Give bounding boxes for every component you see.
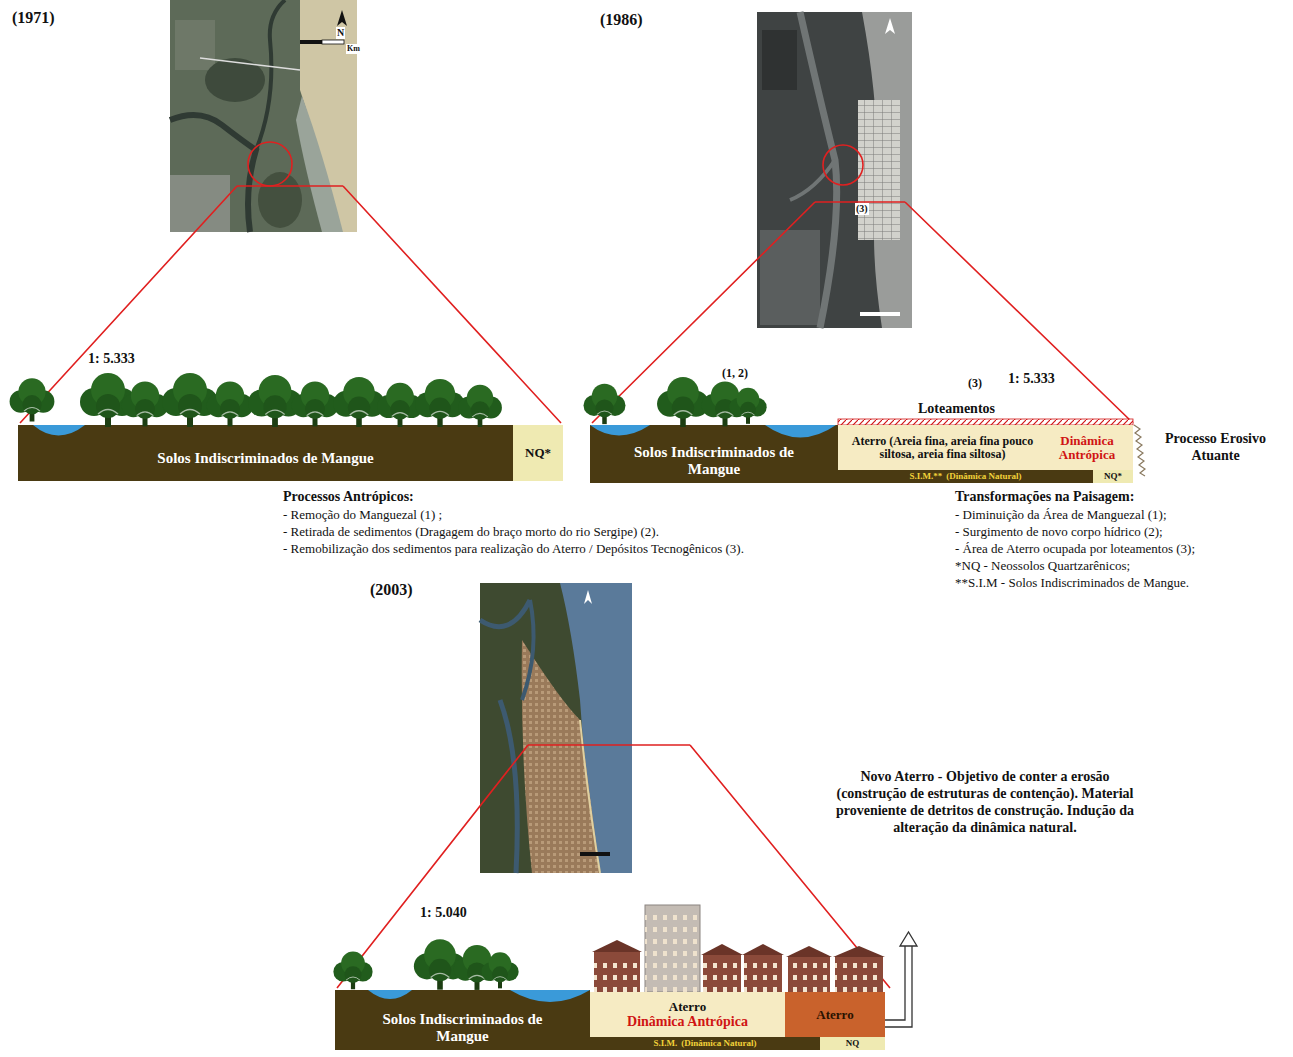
note-text: *NQ - Neossolos Quartzarênicos; — [955, 558, 1130, 574]
soil-band: Solos Indiscriminados de Mangue — [590, 425, 838, 483]
soil-band: Solos Indiscriminados de Mangue — [18, 425, 513, 481]
section-1986 — [584, 377, 1146, 483]
node-text: S.I.M.** — [909, 471, 942, 482]
section-1971 — [10, 373, 513, 481]
section-2003 — [333, 905, 917, 1050]
note-text: - Remobilização dos sedimentos para real… — [283, 541, 744, 557]
note-text: - Surgimento de novo corpo hídrico (2); — [955, 524, 1163, 540]
node-text: Solos Indiscriminados de Mangue — [157, 450, 373, 467]
node-text: Dinâmica Antrópica — [1047, 434, 1127, 462]
node-text: NQ* — [1104, 471, 1122, 482]
soil-box: NQ* — [1093, 470, 1133, 483]
note-text: - Diminuição da Área de Manguezal (1); — [955, 507, 1167, 523]
scale-label: 1: 5.040 — [420, 904, 467, 921]
node-text: Aterro (Areia fina, areia fina pouco sil… — [844, 435, 1041, 461]
landfill-box: Aterro — [785, 992, 885, 1037]
aerial-photo-1986 — [757, 12, 912, 328]
soil-box: NQ — [820, 1037, 885, 1050]
note-text: Novo Aterro - Objetivo de conter a erosã… — [830, 768, 1140, 836]
callout-number: (3) — [968, 376, 982, 391]
scale-unit: Km — [346, 44, 361, 54]
north-label: N — [336, 27, 345, 39]
note-text: **S.I.M - Solos Indiscriminados de Mangu… — [955, 575, 1189, 591]
node-text: Dinâmica Antrópica — [627, 1014, 748, 1030]
callout-number: (1, 2) — [722, 366, 748, 381]
note-text: Processo Erosivo Atuante — [1148, 430, 1283, 464]
year-label: (2003) — [370, 580, 413, 600]
scale-label: 1: 5.333 — [1008, 370, 1055, 387]
node-text: Solos Indiscriminados de Mangue — [355, 1011, 570, 1045]
node-text: (Dinâmica Natural) — [681, 1038, 756, 1049]
node-text: Aterro — [816, 1007, 853, 1023]
soil-band: Solos Indiscriminados de Mangue — [335, 990, 590, 1050]
note-text: - Área de Aterro ocupada por loteamentos… — [955, 541, 1195, 557]
node-text: (Dinâmica Natural) — [946, 471, 1021, 482]
note-text: - Retirada de sedimentos (Dragagem do br… — [283, 524, 659, 540]
node-text: NQ — [846, 1038, 860, 1049]
callout-number: (3) — [855, 203, 869, 215]
note-heading: Transformações na Paisagem: — [955, 488, 1134, 505]
node-text: S.I.M. — [653, 1038, 677, 1049]
node-text: Solos Indiscriminados de Mangue — [610, 444, 818, 478]
note-text: - Remoção do Manguezal (1) ; — [283, 507, 442, 523]
node-text: Aterro — [669, 999, 706, 1014]
year-label: (1971) — [12, 8, 55, 28]
aerial-photo-1971 — [170, 0, 357, 232]
soil-strip: S.I.M. (Dinâmica Natural) — [590, 1037, 820, 1050]
node-text: NQ* — [525, 445, 551, 461]
soil-strip: S.I.M.** (Dinâmica Natural) — [838, 470, 1093, 483]
landfill-box: AterroDinâmica Antrópica — [590, 992, 785, 1037]
landfill-box: Aterro (Areia fina, areia fina pouco sil… — [838, 425, 1133, 470]
note-text: Loteamentos — [918, 400, 995, 417]
note-heading: Processos Antrópicos: — [283, 488, 414, 505]
soil-box: NQ* — [513, 425, 563, 481]
zoom-leader-lines — [20, 142, 1133, 988]
year-label: (1986) — [600, 10, 643, 30]
aerial-photo-2003 — [480, 583, 632, 873]
scale-label: 1: 5.333 — [88, 350, 135, 367]
